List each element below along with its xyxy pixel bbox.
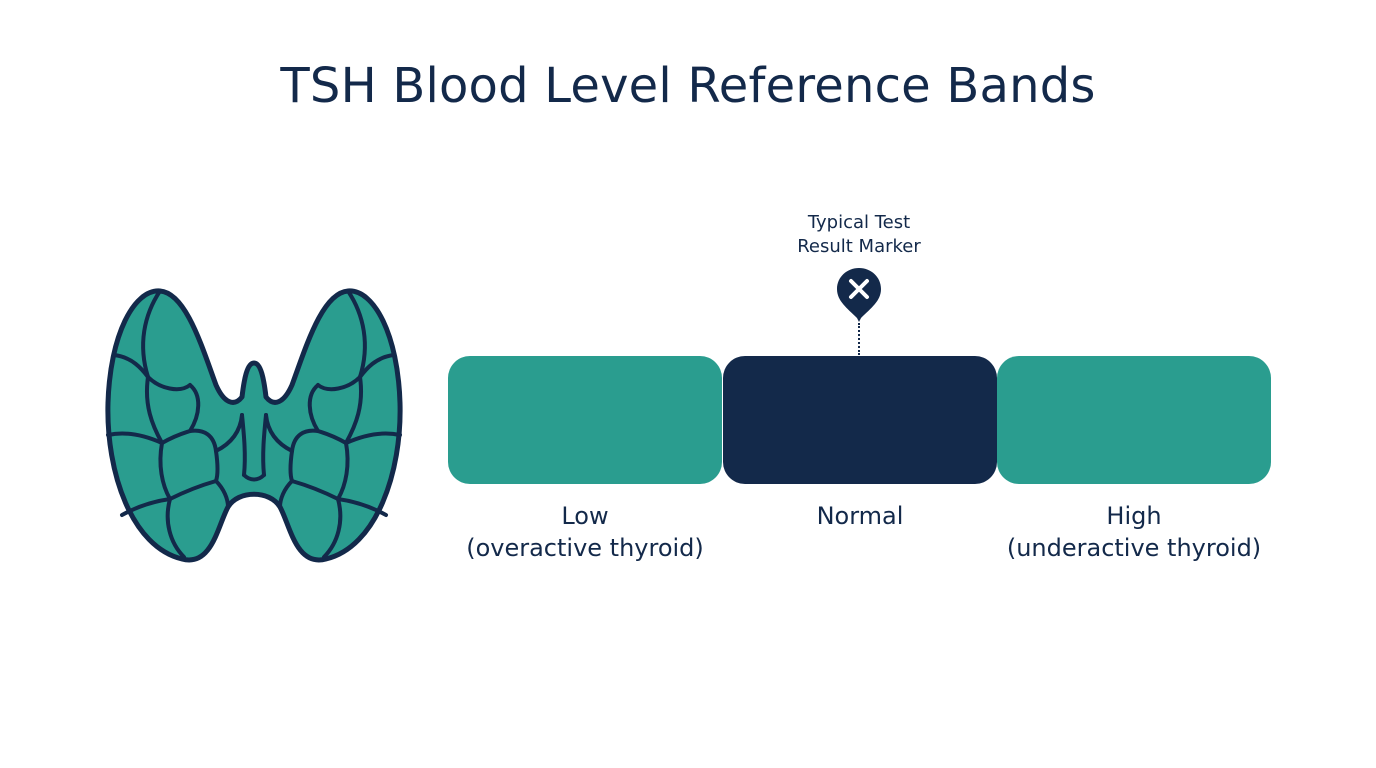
band-high-label: High (underactive thyroid) [984, 500, 1284, 564]
band-high [997, 356, 1271, 484]
band-low [448, 356, 722, 484]
close-x-icon [837, 268, 881, 322]
result-marker-caption: Typical Test Result Marker [759, 211, 959, 259]
band-low-label: Low (overactive thyroid) [435, 500, 735, 564]
band-high-subtitle: (underactive thyroid) [1006, 534, 1262, 562]
band-normal-title: Normal [816, 502, 904, 530]
band-normal-label: Normal [710, 500, 1010, 532]
band-low-title: Low [561, 502, 609, 530]
marker-caption-line1: Typical Test [807, 212, 911, 233]
page-title: TSH Blood Level Reference Bands [280, 58, 1096, 114]
band-normal [723, 356, 997, 484]
band-low-subtitle: (overactive thyroid) [466, 534, 704, 562]
marker-caption-line2: Result Marker [797, 236, 921, 257]
marker-dotted-line [858, 323, 862, 355]
thyroid-gland-icon [105, 288, 403, 563]
band-high-title: High [1106, 502, 1162, 530]
